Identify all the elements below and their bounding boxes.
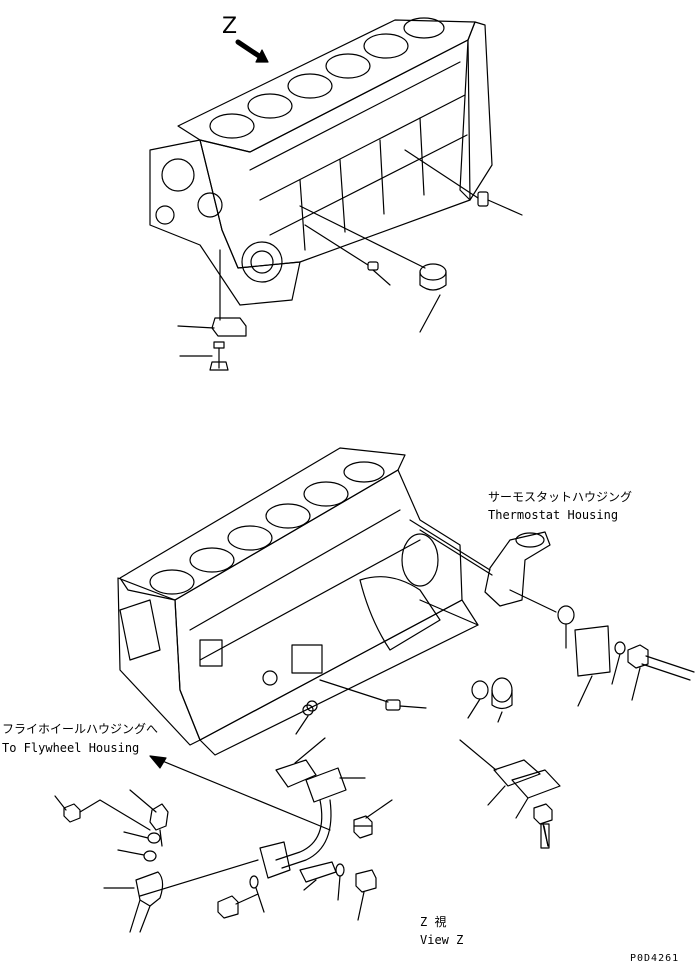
right-parts bbox=[419, 589, 695, 707]
cylinder-bore-row-lower bbox=[149, 461, 385, 595]
view-z-label-jp: Z 視 bbox=[420, 915, 447, 929]
cylinder-block-upper bbox=[149, 17, 493, 306]
view-z-arrow bbox=[235, 39, 269, 63]
cylinder-block-lower bbox=[117, 447, 479, 756]
thermostat-housing-label-en: Thermostat Housing bbox=[488, 508, 619, 522]
view-z-marker: Z bbox=[222, 14, 238, 39]
left-fittings bbox=[54, 789, 169, 933]
middle-parts bbox=[295, 677, 513, 735]
lower-parts bbox=[139, 737, 393, 921]
thermostat-housing-label-jp: サーモスタットハウジング bbox=[488, 490, 633, 504]
catalog-number: P0D4261 bbox=[630, 953, 680, 964]
cylinder-bore-row bbox=[209, 17, 445, 139]
cover-plates bbox=[459, 739, 561, 849]
flywheel-housing-label-jp: フライホイールハウジングへ bbox=[2, 722, 159, 736]
flywheel-housing-label-en: To Flywheel Housing bbox=[2, 741, 140, 755]
view-z-label-en: View Z bbox=[420, 933, 464, 947]
bracket-and-bolt bbox=[177, 249, 247, 371]
thermostat-housing bbox=[409, 519, 551, 607]
oil-pressure-switch bbox=[419, 263, 447, 333]
top-parts bbox=[177, 149, 523, 371]
